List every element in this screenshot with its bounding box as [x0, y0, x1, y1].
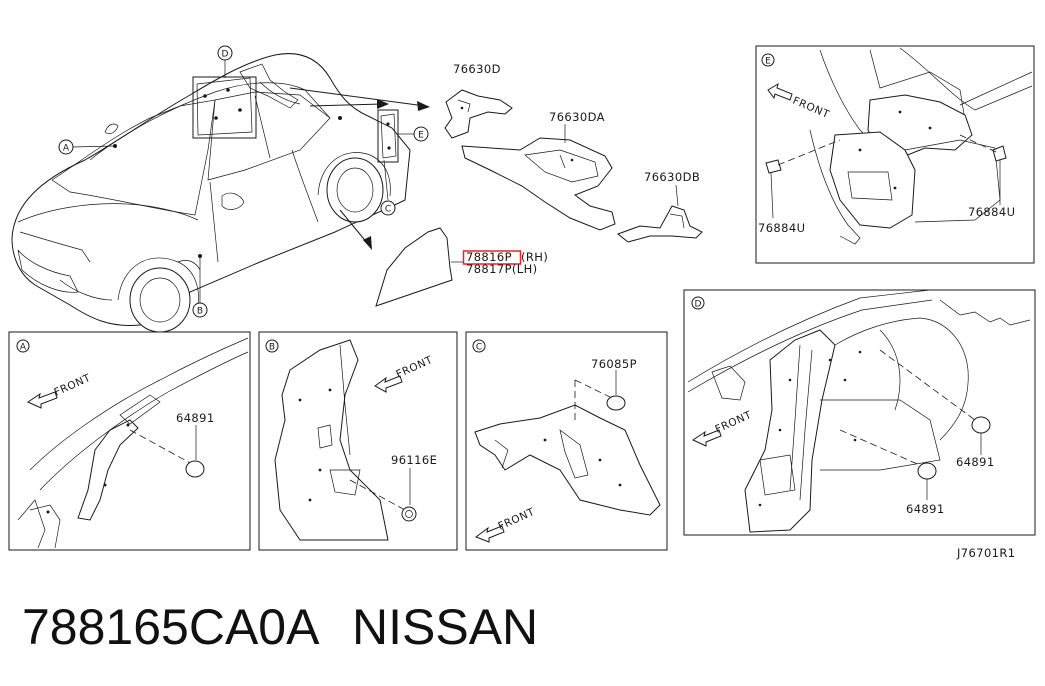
svg-text:A: A [63, 144, 70, 154]
panel-c-front: FRONT [496, 506, 536, 533]
highlight-78816p [462, 250, 522, 265]
rear-pillar-detail [377, 109, 399, 163]
svg-text:B: B [197, 307, 203, 317]
callout-e[interactable]: E [413, 126, 429, 142]
label-64891-d-upper: 64891 [956, 455, 995, 469]
panel-a-front: FRONT [52, 372, 92, 399]
svg-text:D: D [222, 50, 229, 60]
label-76884u-left: 76884U [758, 221, 805, 235]
label-76630d: 76630D [453, 62, 501, 76]
panel-d-front: FRONT [713, 409, 753, 436]
panel-b: B FRONT [258, 331, 458, 551]
label-76630da: 76630DA [549, 110, 605, 124]
part-76630da-drawing[interactable] [461, 137, 616, 231]
part-76630d-drawing[interactable] [444, 89, 513, 139]
roof-detail-box [192, 63, 301, 139]
svg-text:E: E [765, 57, 771, 67]
label-76884u-right: 76884U [968, 205, 1015, 219]
panel-d: D FRONT [683, 289, 1036, 536]
panel-c: C FRONT [465, 331, 668, 551]
footer-part-number: 788165CA0A [22, 599, 320, 655]
leader-76630db [675, 184, 679, 207]
callout-d[interactable]: D [217, 45, 233, 61]
part-78816p-drawing[interactable] [375, 227, 453, 307]
callout-a[interactable]: A [58, 139, 74, 155]
label-96116e: 96116E [391, 453, 437, 467]
panel-b-front: FRONT [394, 354, 434, 381]
label-78816p-side: (RH) [521, 250, 548, 264]
svg-text:C: C [385, 205, 391, 215]
svg-text:C: C [476, 343, 482, 353]
svg-text:D: D [695, 300, 702, 310]
part-76630db-drawing[interactable] [616, 205, 703, 243]
drawing-id: J76701R1 [956, 546, 1015, 560]
panel-e-front: FRONT [791, 95, 831, 121]
callout-c[interactable]: C [380, 200, 396, 216]
svg-text:E: E [418, 131, 424, 141]
main-leader-arrows [71, 60, 430, 303]
car-illustration [11, 53, 411, 333]
svg-text:A: A [20, 343, 27, 353]
label-64891-d-lower: 64891 [906, 502, 945, 516]
label-64891-a: 64891 [176, 411, 215, 425]
footer-brand: NISSAN [352, 599, 539, 655]
label-78816p[interactable]: 78816P [466, 250, 512, 264]
panel-e: E FRONT [755, 45, 1035, 264]
panel-a: A FRONT [8, 331, 251, 551]
label-78817p: 78817P(LH) [466, 262, 538, 276]
svg-text:B: B [269, 343, 275, 353]
label-76630db: 76630DB [644, 170, 700, 184]
label-76085p: 76085P [591, 357, 637, 371]
callout-b[interactable]: B [192, 302, 208, 318]
